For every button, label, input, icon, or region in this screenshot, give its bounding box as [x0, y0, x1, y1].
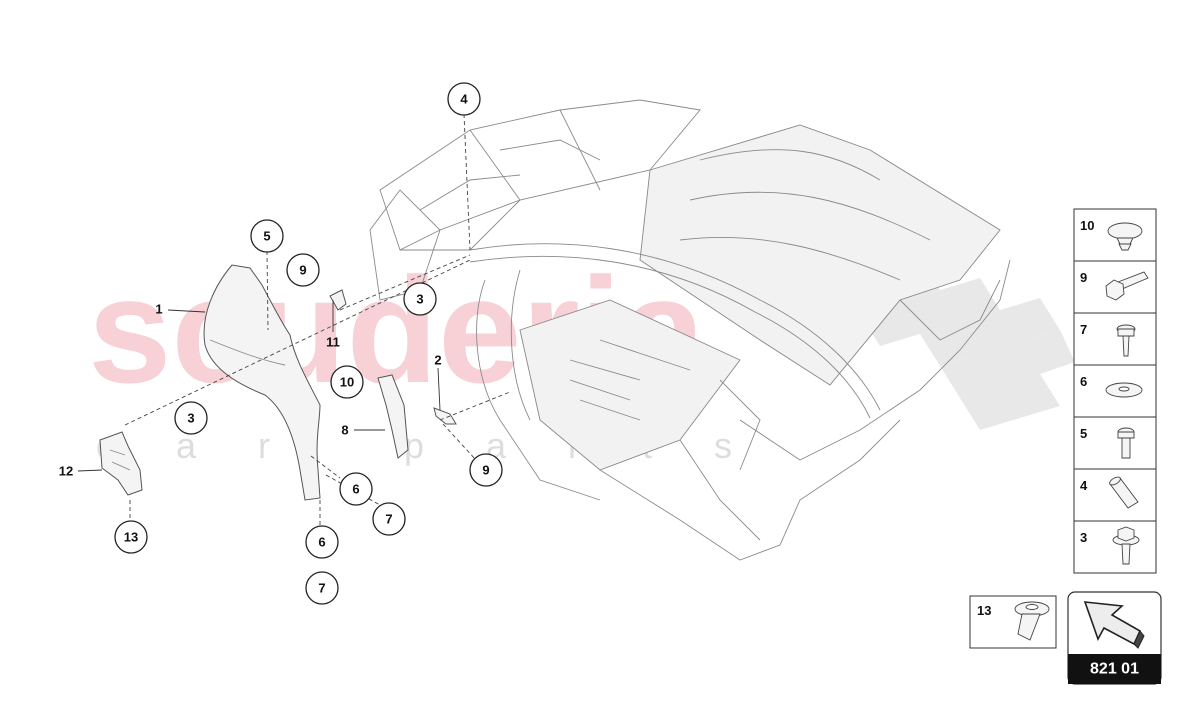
hardware-legend-13: 13	[969, 595, 1057, 649]
screw-icon	[1117, 427, 1135, 459]
flange-screw-icon	[1014, 601, 1050, 641]
legend-cell-4	[1073, 468, 1157, 522]
arrow-icon	[1083, 601, 1145, 649]
svg-text:6: 6	[318, 535, 325, 550]
svg-text:10: 10	[1080, 218, 1094, 233]
callout-6: 6	[339, 472, 373, 506]
svg-text:7: 7	[318, 581, 325, 596]
callout-10: 10	[330, 365, 364, 399]
plain-labels: 1 11 2 8 12	[59, 302, 442, 479]
part-seal-8	[377, 374, 409, 459]
label-8: 8	[341, 423, 348, 438]
svg-text:3: 3	[1080, 530, 1087, 545]
callout-4: 4	[447, 82, 481, 116]
label-11: 11	[326, 335, 340, 350]
rivet-nut-icon	[1109, 476, 1139, 509]
callout-13: 13	[114, 520, 148, 554]
svg-text:10: 10	[340, 375, 354, 390]
callout-5: 5	[250, 219, 284, 253]
hardware-legend: 10 9 7 6 5 4	[1073, 208, 1157, 574]
svg-text:3: 3	[187, 411, 194, 426]
callouts: 4 5 9 3 10 3 9 6 7 6 7 13	[114, 82, 503, 605]
label-12: 12	[59, 464, 73, 479]
checkered-flag-watermark	[820, 238, 1075, 430]
legend-cell-5	[1073, 416, 1157, 470]
flange-bolt-icon	[1112, 526, 1140, 565]
svg-text:3: 3	[416, 292, 423, 307]
svg-text:6: 6	[1080, 374, 1087, 389]
torx-screw-icon	[1116, 324, 1136, 357]
svg-text:6: 6	[352, 482, 359, 497]
hex-bolt-icon	[1105, 271, 1149, 301]
part-bracket-12	[99, 431, 143, 496]
callout-9: 9	[286, 253, 320, 287]
svg-text:9: 9	[1080, 270, 1087, 285]
svg-text:5: 5	[263, 229, 270, 244]
legend-cell-7	[1073, 312, 1157, 366]
legend-cell-3	[1073, 520, 1157, 574]
reference-box: 821 01	[1067, 591, 1162, 685]
svg-text:9: 9	[482, 463, 489, 478]
car-body-frame	[369, 99, 1011, 561]
callout-6: 6	[305, 525, 339, 559]
callout-3: 3	[403, 282, 437, 316]
callout-9: 9	[469, 453, 503, 487]
label-2: 2	[434, 353, 441, 368]
svg-text:7: 7	[1080, 322, 1087, 337]
part-clip-11	[329, 289, 347, 311]
washer-icon	[1105, 382, 1143, 398]
svg-text:4: 4	[1080, 478, 1088, 493]
svg-text:9: 9	[299, 263, 306, 278]
part-clip-2	[433, 407, 457, 425]
svg-text:5: 5	[1080, 426, 1087, 441]
label-1: 1	[155, 302, 162, 317]
svg-text:4: 4	[460, 92, 468, 107]
clip-icon	[1107, 222, 1143, 251]
callout-3: 3	[174, 401, 208, 435]
callout-7: 7	[305, 571, 339, 605]
part-wheelhouse-liner	[203, 264, 321, 501]
callout-7: 7	[372, 502, 406, 536]
svg-text:13: 13	[124, 530, 138, 545]
svg-text:7: 7	[385, 512, 392, 527]
svg-text:13: 13	[977, 603, 991, 618]
reference-code: 821 01	[1090, 661, 1139, 678]
